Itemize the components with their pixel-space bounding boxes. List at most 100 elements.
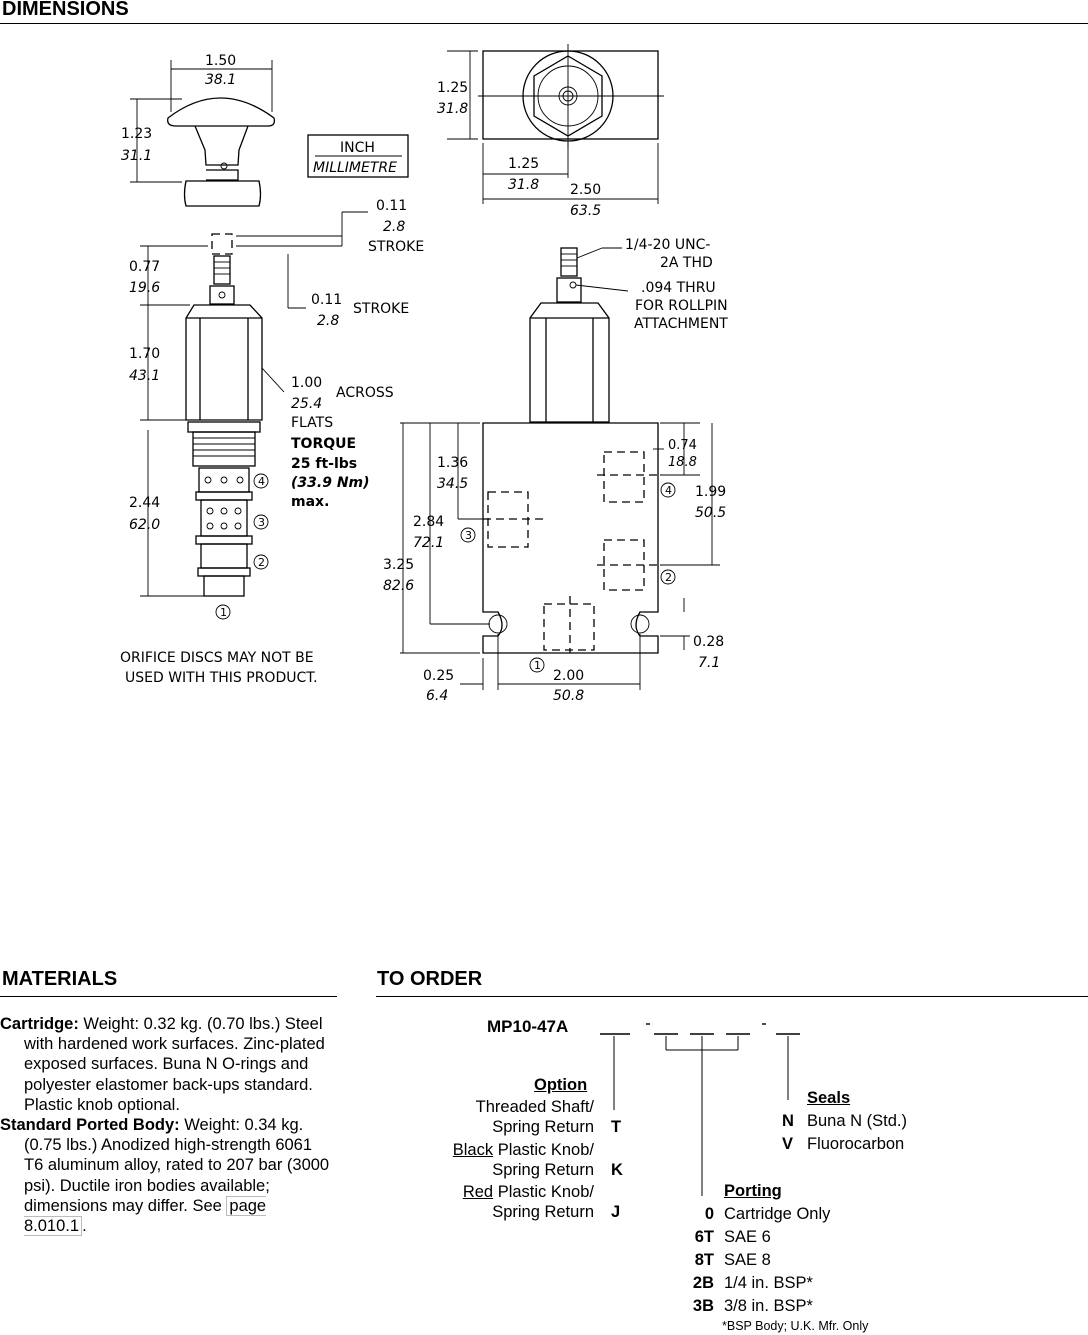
dimension-label: 19.6 (129, 280, 160, 296)
dimension-label: 18.8 (668, 455, 697, 470)
dimension-label: 82.6 (383, 578, 414, 594)
dimension-label: 2 (258, 556, 265, 569)
dimension-label: 31.8 (508, 177, 539, 193)
assembly-view (400, 247, 720, 690)
dimension-label: 31.8 (437, 101, 468, 117)
seal-v-code: V (782, 1135, 794, 1153)
porting-2b-code: 2B (692, 1274, 714, 1292)
dimension-label: ATTACHMENT (634, 316, 728, 332)
dimension-label: ACROSS (336, 385, 394, 401)
dimension-label: 1 (534, 659, 541, 672)
bsp-footnote: *BSP Body; U.K. Mfr. Only (722, 1319, 869, 1333)
dimension-label: FLATS (291, 415, 333, 431)
porting-2b-label: 1/4 in. BSP* (724, 1274, 813, 1292)
dimension-label: 2.00 (553, 668, 584, 684)
dimension-label: TORQUE (291, 436, 356, 452)
option-k-label: Black Plastic Knob/Spring Return (452, 1141, 594, 1179)
dimension-label: max. (291, 494, 329, 510)
porting-6t-code: 6T (694, 1228, 714, 1246)
seal-v-label: Fluorocarbon (807, 1135, 905, 1153)
order-code-lines (600, 1023, 800, 1196)
porting-title: Porting (724, 1182, 782, 1200)
porting-0-code: 0 (704, 1205, 714, 1223)
dimension-label: ORIFICE DISCS MAY NOT BE (120, 650, 314, 666)
dimension-label: 34.5 (437, 476, 468, 492)
cartridge-materials: Cartridge: Weight: 0.32 kg. (0.70 lbs.) … (0, 1015, 325, 1114)
units-legend (307, 134, 409, 178)
seal-n-label: Buna N (Std.) (807, 1112, 907, 1130)
option-j-code: J (611, 1203, 621, 1221)
option-t-code: T (611, 1118, 622, 1136)
dimension-label: 6.4 (426, 688, 448, 704)
dimension-label: 1.25 (437, 80, 468, 96)
dimension-label: 4 (665, 484, 672, 497)
dimensions-heading: DIMENSIONS (2, 0, 129, 20)
porting-0-label: Cartridge Only (724, 1205, 831, 1223)
body-materials: Standard Ported Body: Weight: 0.34 kg. (… (0, 1116, 330, 1237)
dimension-label: 63.5 (570, 203, 601, 219)
dimension-label: 2.44 (129, 495, 160, 511)
dimension-label: 0.74 (668, 438, 697, 453)
dimension-label: 38.1 (205, 72, 236, 88)
dimension-label: 0.77 (129, 259, 160, 275)
dimension-label: 1/4-20 UNC- (625, 237, 710, 253)
materials-rule (0, 996, 337, 997)
option-j-label: Red Plastic Knob/Spring Return (462, 1183, 594, 1221)
dimension-label: 50.5 (695, 505, 726, 521)
dimension-label: 2.50 (570, 182, 601, 198)
dimension-label: 0.28 (693, 634, 724, 650)
dimension-label: 3.25 (383, 557, 414, 573)
materials-heading: MATERIALS (2, 968, 118, 990)
dimension-label: 1.70 (129, 346, 160, 362)
cartridge-port-markers (215, 473, 269, 620)
dimension-label: 2 (665, 571, 672, 584)
dimension-label: (33.9 Nm) (291, 475, 370, 491)
model-code: MP10-47A (487, 1017, 569, 1036)
dimension-label: 3 (258, 516, 265, 529)
dimension-label: .094 THRU (641, 280, 716, 296)
dimensions-rule (0, 23, 1088, 24)
dimension-label: FOR ROLLPIN (635, 298, 728, 314)
dimension-label: 31.1 (121, 148, 152, 164)
dimension-label: 4 (258, 475, 265, 488)
option-title: Option (534, 1076, 588, 1094)
dimension-label: STROKE (368, 239, 424, 255)
dimension-label: 1.00 (291, 375, 322, 391)
dimension-label: 3 (465, 529, 472, 542)
porting-8t-label: SAE 8 (724, 1251, 771, 1269)
dimension-label: 1.36 (437, 455, 468, 471)
knob-drawing (130, 60, 276, 207)
seal-n-code: N (782, 1112, 794, 1130)
dimension-label: 43.1 (129, 368, 160, 384)
dimension-label: 0.11 (376, 198, 407, 214)
dimension-label: 50.8 (553, 688, 584, 704)
seals-title: Seals (807, 1089, 851, 1107)
porting-3b-label: 3/8 in. BSP* (724, 1297, 813, 1315)
dimension-label: STROKE (353, 301, 409, 317)
dimension-label: 1.23 (121, 126, 152, 142)
dimension-label: 1 (220, 606, 227, 619)
dimension-label: 7.1 (698, 655, 720, 671)
porting-8t-code: 8T (694, 1251, 714, 1269)
dimension-label: 0.11 (311, 292, 342, 308)
materials-text: Cartridge: Weight: 0.32 kg. (0.70 lbs.) … (0, 1014, 330, 1237)
dimension-label: 72.1 (413, 535, 444, 551)
dimension-label: 1.25 (508, 156, 539, 172)
to-order-rule (376, 996, 1088, 997)
body-top-view (447, 44, 664, 204)
porting-3b-code: 3B (692, 1297, 714, 1315)
option-t-label: Threaded Shaft/Spring Return (475, 1098, 594, 1136)
dimension-label: 1.50 (205, 53, 236, 69)
option-k-code: K (611, 1161, 623, 1179)
dimension-label: 2A THD (660, 255, 713, 271)
dimension-drawing: 1.50 38.1 1.23 31.1 INCH MILLIMETRE 1.25… (120, 44, 728, 704)
dimension-label: 1.99 (695, 484, 726, 500)
dimension-label: 2.8 (317, 313, 339, 329)
dimension-label: 2.8 (383, 219, 405, 235)
dimension-label: MILLIMETRE (313, 160, 397, 176)
page-link[interactable]: page 8.010.1 (24, 1195, 267, 1237)
to-order-heading: TO ORDER (377, 968, 483, 990)
dimension-label: 62.0 (129, 517, 160, 533)
cartridge-side-view (140, 211, 368, 597)
dimension-label: 0.25 (423, 668, 454, 684)
